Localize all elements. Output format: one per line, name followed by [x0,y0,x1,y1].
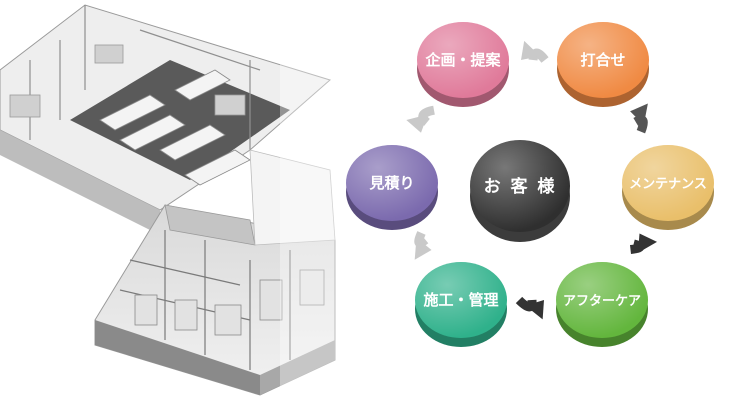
node-maintenance-label: メンテナンス [629,177,707,192]
node-estimate-highlight [346,145,438,221]
node-proposal-highlight [417,22,509,98]
arrow-meeting-to-proposal-head [521,40,541,60]
arrows-layer [406,40,658,320]
node-meeting: 打合せ [557,22,649,107]
node-construction-highlight [415,262,507,338]
arrow-aftercare-to-maintenance-head [637,233,658,253]
arrow-maintenance-to-meeting-head [630,103,648,126]
node-estimate: 見積り [346,145,438,230]
arrow-proposal-to-estimate-head [406,114,428,133]
office-floorplan-illustration [0,0,350,405]
node-aftercare-label: アフターケア [563,294,641,309]
node-meeting-highlight [557,22,649,98]
center-node-highlight [470,140,570,232]
center-node-label: お 客 様 [484,176,557,197]
arrow-estimate-to-construction-head [414,237,432,260]
node-estimate-label: 見積り [368,174,414,192]
node-aftercare-highlight [556,262,648,338]
node-construction-label: 施工・管理 [423,291,498,309]
node-maintenance: メンテナンス [622,145,714,230]
node-aftercare: アフターケア [556,262,648,347]
node-construction: 施工・管理 [415,262,507,347]
node-proposal: 企画・提案 [417,22,509,107]
center-node: お 客 様 [470,140,570,242]
node-maintenance-highlight [622,145,714,221]
node-meeting-label: 打合せ [580,51,625,69]
arrow-proposal-to-estimate-shaft [418,105,435,126]
node-proposal-label: 企画・提案 [424,51,501,69]
arrow-construction-to-aftercare-head [525,300,544,320]
